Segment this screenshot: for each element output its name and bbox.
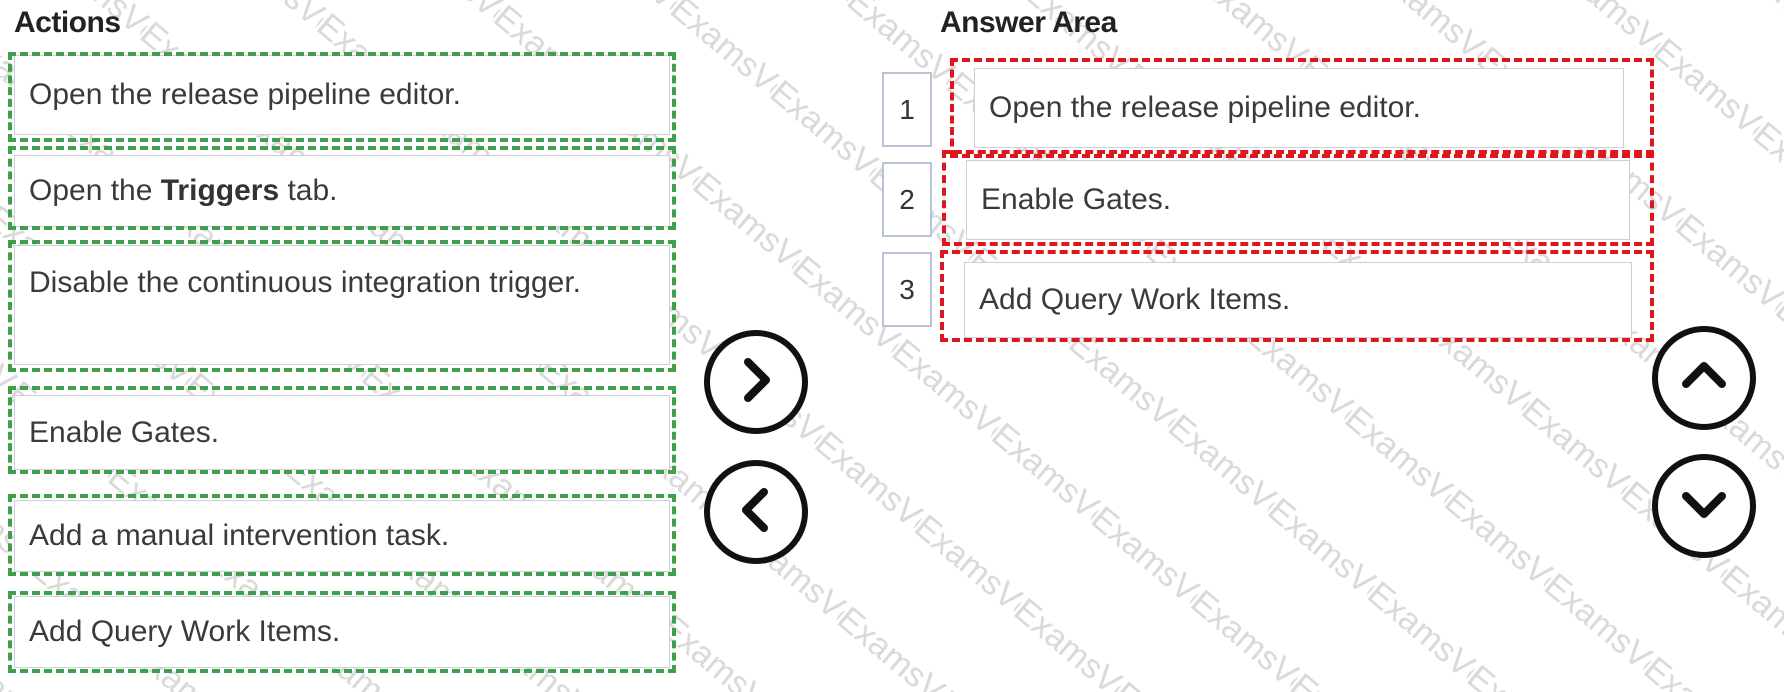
answer-item-label: Enable Gates. — [981, 183, 1172, 216]
action-item-add-query-work-items[interactable]: Add Query Work Items. — [14, 596, 670, 668]
answer-item-label: Add Query Work Items. — [979, 283, 1291, 316]
chevron-left-icon — [730, 484, 782, 541]
answer-item-label: Open the release pipeline editor. — [989, 91, 1421, 124]
action-item-label: Enable Gates. — [29, 415, 220, 449]
action-item-label: Add a manual intervention task. — [29, 519, 450, 552]
answer-slot-number: 2 — [882, 162, 932, 237]
answer-item-add-query-work-items[interactable]: Add Query Work Items. — [964, 262, 1632, 338]
action-item-label: Open the release pipeline editor. — [29, 78, 461, 111]
action-item-open-triggers-tab[interactable]: Open the Triggers tab. — [14, 155, 670, 227]
chevron-right-icon — [730, 354, 782, 411]
action-item-label: Disable the continuous integration trigg… — [29, 266, 582, 299]
answer-area-heading: Answer Area — [940, 6, 1117, 39]
answer-item-enable-gates[interactable]: Enable Gates. — [966, 160, 1630, 240]
action-item-label: Add Query Work Items. — [29, 615, 341, 648]
chevron-down-icon — [1678, 478, 1730, 535]
action-item-disable-ci-trigger[interactable]: Disable the continuous integration trigg… — [14, 245, 670, 365]
action-item-open-release-pipeline-editor[interactable]: Open the release pipeline editor. — [14, 55, 670, 135]
actions-heading: Actions — [14, 6, 121, 39]
move-down-button[interactable] — [1652, 454, 1756, 558]
action-item-label: Open the Triggers tab. — [29, 174, 338, 207]
answer-item-open-release-pipeline-editor[interactable]: Open the release pipeline editor. — [974, 68, 1624, 148]
action-item-enable-gates[interactable]: Enable Gates. — [14, 395, 670, 470]
move-up-button[interactable] — [1652, 326, 1756, 430]
move-right-button[interactable] — [704, 330, 808, 434]
action-item-add-manual-intervention[interactable]: Add a manual intervention task. — [14, 500, 670, 572]
move-left-button[interactable] — [704, 460, 808, 564]
chevron-up-icon — [1678, 350, 1730, 407]
answer-slot-number: 3 — [882, 252, 932, 327]
triggers-label: Triggers — [160, 174, 280, 207]
answer-slot-number: 1 — [882, 72, 932, 147]
